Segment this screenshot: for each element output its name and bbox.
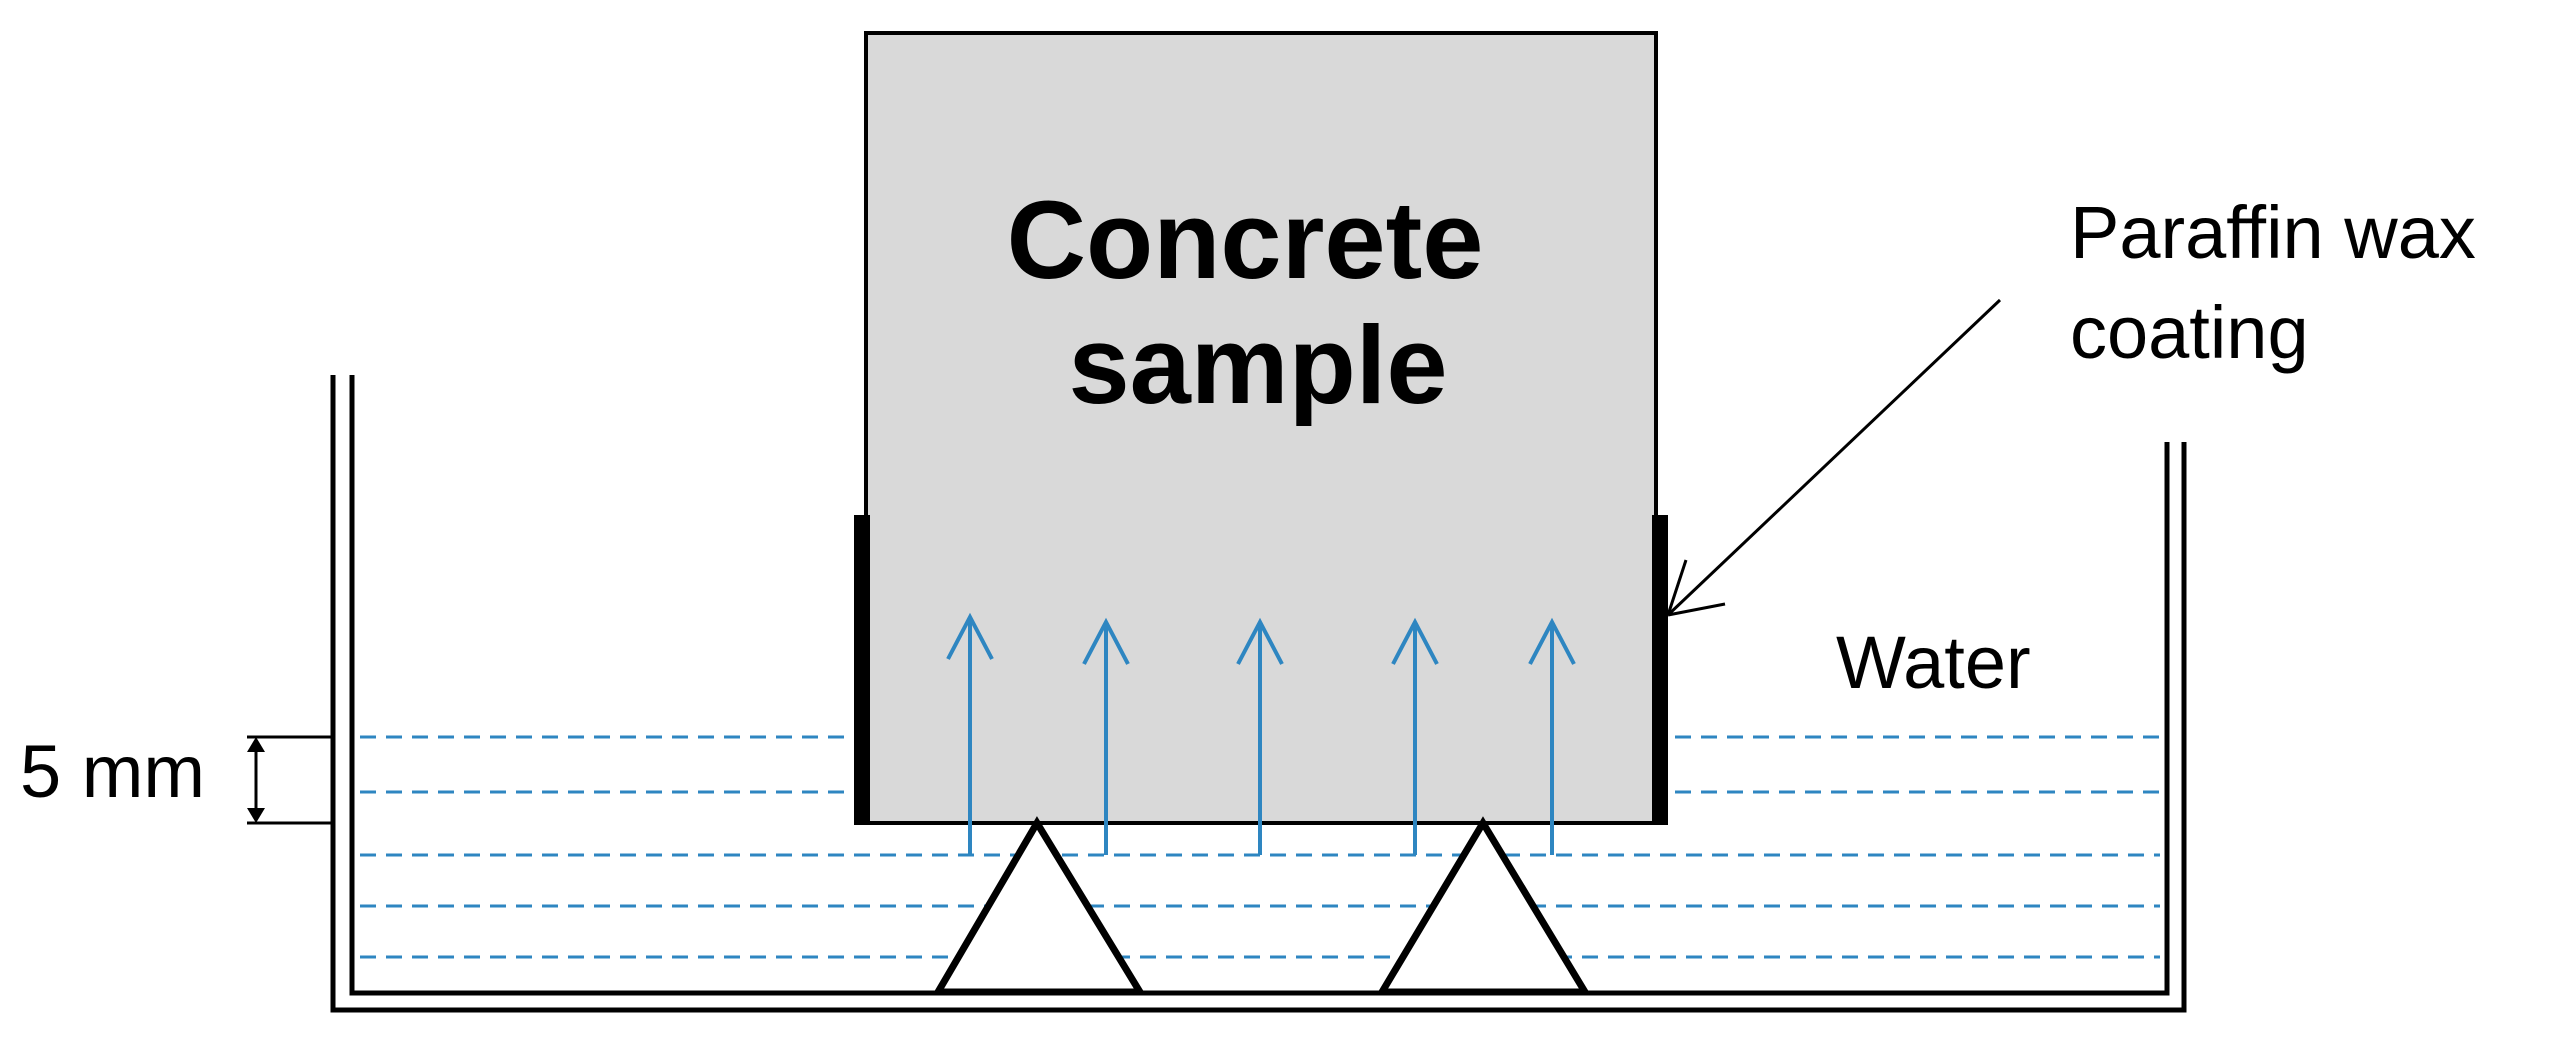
gap-label: 5 mm	[20, 730, 205, 813]
support-left	[931, 816, 1147, 996]
wax-coating-right	[1652, 515, 1668, 825]
capillary-arrow-3	[1236, 617, 1284, 855]
capillary-arrow-4	[1391, 617, 1439, 855]
sample-title-line1: Concrete	[1007, 179, 1484, 302]
support-right	[1375, 816, 1592, 996]
capillary-arrow-2	[1082, 617, 1130, 855]
water-label: Water	[1836, 621, 2031, 704]
coating-label-line2: coating	[2070, 291, 2309, 374]
wax-coating-left	[854, 515, 870, 825]
sample-title-line2: sample	[1068, 304, 1447, 427]
container-outer-wall	[330, 375, 2187, 1013]
water-container	[330, 375, 2187, 1013]
supports	[931, 816, 1592, 996]
capillary-arrows	[946, 612, 1576, 855]
coating-label-line1: Paraffin wax	[2070, 191, 2476, 274]
coating-pointer	[1666, 298, 2002, 617]
gap-dimension	[247, 735, 333, 825]
capillary-arrow-5	[1528, 617, 1576, 855]
capillary-arrow-1	[946, 612, 994, 855]
container-inner-wall	[349, 375, 2170, 996]
